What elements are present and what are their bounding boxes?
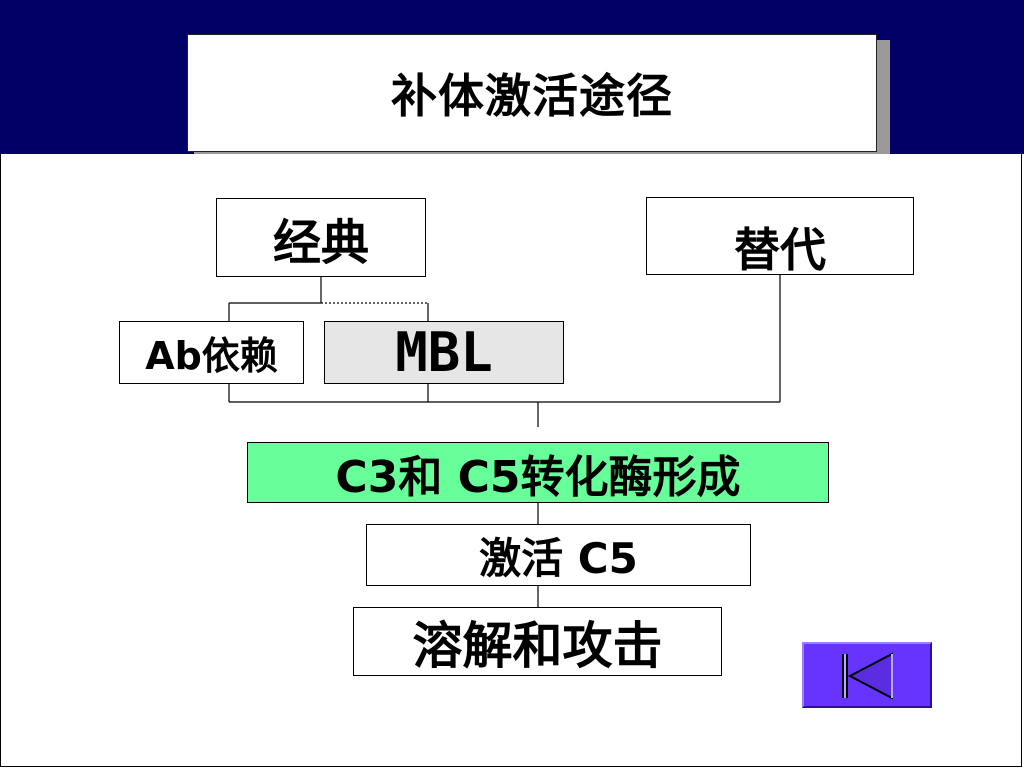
activate-c5-label: 激活 C5 xyxy=(479,533,638,583)
lysis-attack-label: 溶解和攻击 xyxy=(412,616,663,675)
classic-pathway-label: 经典 xyxy=(272,214,369,271)
skip-back-icon xyxy=(842,652,893,700)
mbl-pathway-box: MBL xyxy=(324,321,564,384)
classic-pathway-box: 经典 xyxy=(216,198,426,277)
alternative-pathway-box: 替代 xyxy=(646,197,914,277)
convertase-formation-label: C3和 C5转化酶形成 xyxy=(335,451,741,503)
ab-dependent-label: Ab依赖 xyxy=(145,334,278,378)
mbl-pathway-label: MBL xyxy=(395,321,493,384)
lysis-attack-box: 溶解和攻击 xyxy=(353,607,722,676)
nav-back-button[interactable] xyxy=(802,642,932,708)
title-box: 补体激活途径 xyxy=(187,34,877,152)
alternative-pathway-label: 替代 xyxy=(734,223,826,277)
slide-title: 补体激活途径 xyxy=(391,69,673,123)
ab-dependent-box: Ab依赖 xyxy=(119,321,304,384)
activate-c5-box: 激活 C5 xyxy=(366,524,751,586)
convertase-formation-box: C3和 C5转化酶形成 xyxy=(247,442,829,503)
